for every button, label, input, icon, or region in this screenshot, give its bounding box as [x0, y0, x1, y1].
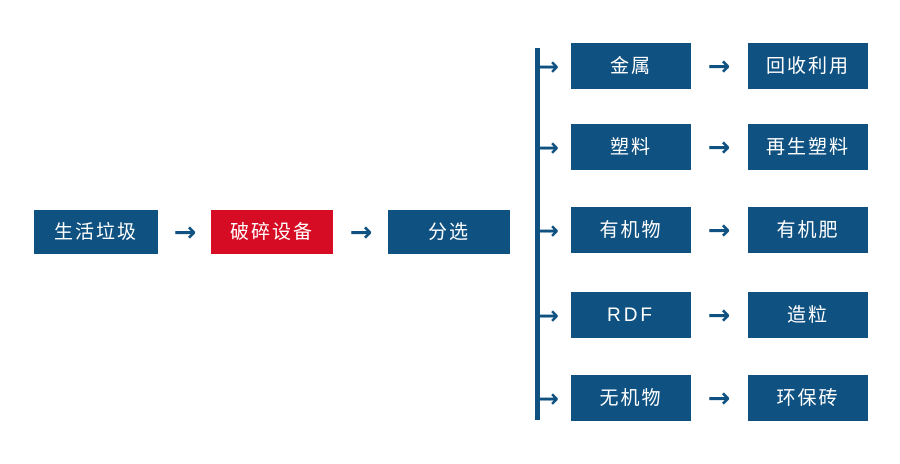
arrow-right-icon: → [538, 132, 559, 162]
branch-arrow-5: → [538, 380, 572, 416]
flow-node-sorting[interactable]: 分选 [388, 210, 510, 254]
arrow-plastic-to-recycled-plastic: → [699, 129, 739, 165]
arrow-right-icon: → [538, 383, 559, 413]
branch-product-label: 造粒 [786, 304, 829, 326]
arrow-right-icon: → [538, 215, 559, 245]
arrow-waste-to-crusher: → [165, 214, 205, 250]
arrow-right-icon: → [349, 216, 373, 248]
branch-product-recycled-plastic[interactable]: 再生塑料 [748, 124, 868, 170]
branch-material-inorganic[interactable]: 无机物 [571, 375, 691, 421]
branch-material-label: 金属 [609, 55, 652, 77]
branch-material-label: 塑料 [609, 136, 652, 158]
arrow-right-icon: → [707, 382, 731, 414]
branch-product-eco-brick[interactable]: 环保砖 [748, 375, 868, 421]
branch-arrow-4: → [538, 297, 572, 333]
arrow-right-icon: → [538, 300, 559, 330]
branch-product-recycling[interactable]: 回收利用 [748, 43, 868, 89]
flow-node-label: 生活垃圾 [53, 221, 138, 243]
arrow-organic-to-fertilizer: → [699, 212, 739, 248]
branch-product-pelletizing[interactable]: 造粒 [748, 292, 868, 338]
arrow-right-icon: → [707, 50, 731, 82]
arrow-right-icon: → [173, 216, 197, 248]
arrow-inorganic-to-eco-brick: → [699, 380, 739, 416]
arrow-rdf-to-pelletizing: → [699, 297, 739, 333]
branch-material-label: 无机物 [599, 387, 663, 409]
arrow-right-icon: → [707, 131, 731, 163]
branch-material-label: 有机物 [599, 219, 663, 241]
branch-material-metal[interactable]: 金属 [571, 43, 691, 89]
flow-node-domestic-waste[interactable]: 生活垃圾 [34, 210, 158, 254]
flow-node-label: 分选 [427, 221, 470, 243]
branch-material-organic[interactable]: 有机物 [571, 207, 691, 253]
branch-material-label: RDF [606, 304, 656, 326]
flow-node-label: 破碎设备 [229, 221, 314, 243]
arrow-crusher-to-sorting: → [341, 214, 381, 250]
branch-product-label: 再生塑料 [765, 136, 850, 158]
branch-product-label: 有机肥 [776, 219, 840, 241]
arrow-right-icon: → [538, 51, 559, 81]
arrow-metal-to-recycle: → [699, 48, 739, 84]
branch-product-label: 回收利用 [765, 55, 850, 77]
branch-arrow-3: → [538, 212, 572, 248]
arrow-right-icon: → [707, 214, 731, 246]
branch-material-rdf[interactable]: RDF [571, 292, 691, 338]
branch-material-plastic[interactable]: 塑料 [571, 124, 691, 170]
branch-product-label: 环保砖 [776, 387, 840, 409]
branch-product-organic-fertilizer[interactable]: 有机肥 [748, 207, 868, 253]
arrow-right-icon: → [707, 299, 731, 331]
flow-node-crushing-equipment[interactable]: 破碎设备 [211, 210, 333, 254]
branch-trunk-line [535, 48, 540, 420]
branch-arrow-2: → [538, 129, 572, 165]
branch-arrow-1: → [538, 48, 572, 84]
